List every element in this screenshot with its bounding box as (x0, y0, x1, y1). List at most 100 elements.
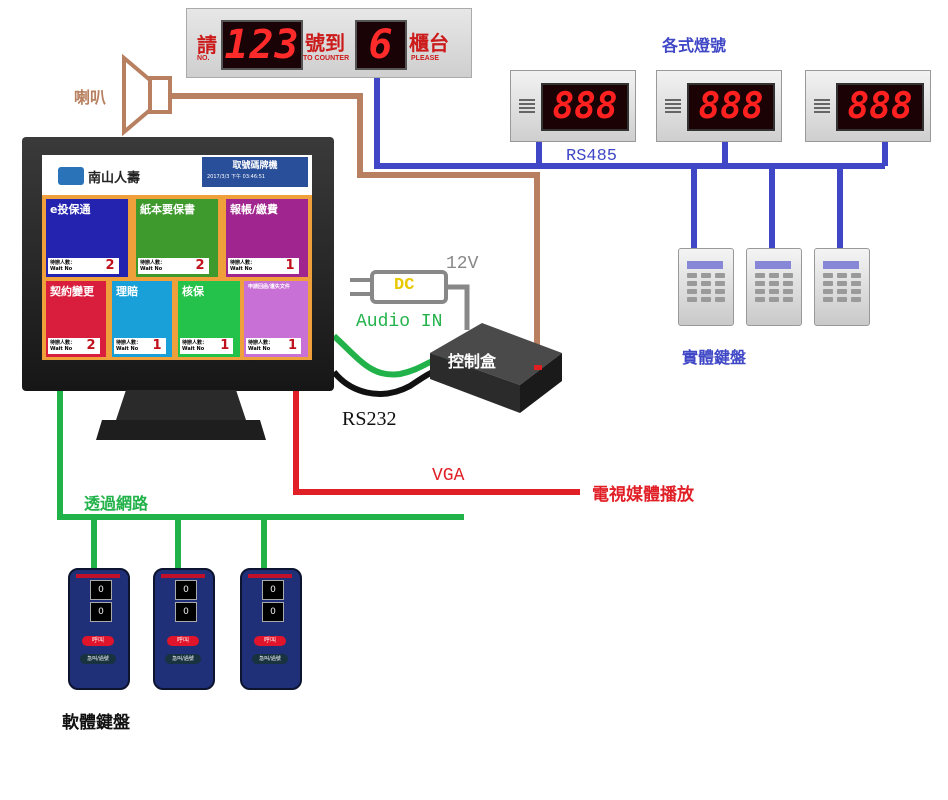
to-counter: TO COUNTER (303, 55, 350, 62)
wait-count: 1 (220, 338, 230, 353)
wait-label-en: Wait No (50, 346, 73, 352)
dc-label: DC (394, 276, 415, 295)
call-button[interactable]: 呼叫 (254, 636, 286, 646)
speaker-grill-icon (814, 99, 830, 117)
brand-name: 南山人壽 (88, 171, 141, 186)
led-board: 888 (656, 70, 782, 142)
tile-name: 報帳/繳費 (230, 203, 279, 216)
audio-cable (331, 333, 446, 378)
speaker-label: 喇叭 (74, 88, 107, 107)
led-digits: 888 (836, 83, 924, 131)
dc-cable (445, 284, 470, 330)
rs485-led-drops (536, 140, 888, 166)
soft-keypad-device: 0 0 呼叫 急叫/過號 (68, 568, 130, 690)
current-number: 0 (90, 580, 112, 600)
hao-dao: 號到 (305, 31, 345, 55)
keypad-screen (755, 261, 791, 269)
skip-button[interactable]: 急叫/過號 (252, 654, 288, 664)
network-drops (91, 517, 267, 570)
service-tile[interactable]: 紙本要保書待辦人數：Wait No 2 (136, 199, 218, 277)
wait-count: 2 (105, 258, 115, 273)
speaker-grill-icon (665, 99, 681, 117)
led-digits: 888 (541, 83, 629, 131)
tile-name: 理賠 (116, 285, 138, 298)
wait-label-zh: 待辦人數： (140, 260, 166, 266)
service-tile[interactable]: 核保待辦人數：Wait No 1 (178, 281, 240, 357)
audio-in-label: Audio IN (356, 312, 443, 332)
monitor-stand (96, 390, 266, 440)
call-button[interactable]: 呼叫 (167, 636, 199, 646)
wait-count: 2 (195, 258, 205, 273)
no-en: NO. (197, 55, 210, 62)
led-board: 888 (510, 70, 636, 142)
wait-label-en: Wait No (116, 346, 139, 352)
waiting-number: 0 (90, 602, 112, 622)
wait-label-en: Wait No (248, 346, 271, 352)
physical-keypad-label: 實體鍵盤 (682, 348, 747, 367)
please-zh: 請 (197, 33, 217, 57)
wait-count: 2 (86, 338, 96, 353)
soft-keypad-device: 0 0 呼叫 急叫/過號 (240, 568, 302, 690)
wait-count: 1 (285, 258, 295, 273)
wait-label-zh: 待辦人數： (230, 260, 256, 266)
device-top-bar (76, 574, 120, 578)
led-digits: 888 (687, 83, 775, 131)
wait-box: 待辦人數：Wait No 2 (48, 258, 119, 274)
physical-keypad (678, 248, 734, 326)
rs485-label: RS485 (566, 147, 618, 166)
screen-header: 南山人壽 取號碼牌機 2017/3/3 下午 03:46:51 (42, 155, 312, 195)
device-top-bar (248, 574, 292, 578)
service-tile[interactable]: 申請回函/遺失文件待辦人數：Wait No 1 (244, 281, 308, 357)
wait-label-en: Wait No (50, 266, 73, 272)
keypad-screen (823, 261, 859, 269)
wait-label-en: Wait No (140, 266, 163, 272)
speaker-grill-icon (519, 99, 535, 117)
network-cable (57, 391, 464, 520)
wait-label-en: Wait No (230, 266, 253, 272)
wait-box: 待辦人數：Wait No 1 (228, 258, 299, 274)
soft-keypad-device: 0 0 呼叫 急叫/過號 (153, 568, 215, 690)
skip-button[interactable]: 急叫/過號 (80, 654, 116, 664)
speaker-icon (122, 53, 172, 137)
wait-label-zh: 待辦人數： (182, 340, 208, 346)
rs485-bus (374, 78, 885, 169)
keypad-keys (755, 273, 793, 302)
current-number: 0 (262, 580, 284, 600)
tile-name: 申請回函/遺失文件 (248, 284, 290, 290)
tile-name: 核保 (182, 285, 204, 298)
please-en: PLEASE (411, 55, 440, 62)
skip-button[interactable]: 急叫/過號 (165, 654, 201, 664)
tv-media-label: 電視媒體播放 (592, 485, 694, 505)
screen-title: 取號碼牌機 (202, 157, 308, 187)
wait-box: 待辦人數：Wait No 1 (180, 338, 234, 354)
counter-display: 請 NO. 123 號到 TO COUNTER 6 櫃台 PLEASE (186, 8, 472, 78)
wait-box: 待辦人數：Wait No 2 (138, 258, 209, 274)
wait-label-zh: 待辦人數： (248, 340, 274, 346)
touch-monitor: 南山人壽 取號碼牌機 2017/3/3 下午 03:46:51 e投保通待辦人數… (22, 137, 334, 391)
signal-types-label: 各式燈號 (662, 36, 727, 55)
gui-tai: 櫃台 (409, 31, 449, 55)
waiting-number: 0 (262, 602, 284, 622)
call-button[interactable]: 呼叫 (82, 636, 114, 646)
keypad-keys (823, 273, 861, 302)
tile-name: 紙本要保書 (140, 203, 195, 216)
wait-label-en: Wait No (182, 346, 205, 352)
wait-label-zh: 待辦人數： (50, 260, 76, 266)
service-tile[interactable]: 報帳/繳費待辦人數：Wait No 1 (226, 199, 308, 277)
wait-count: 1 (287, 338, 298, 353)
control-box (430, 323, 562, 413)
wait-label-zh: 待辦人數： (116, 340, 142, 346)
called-number: 123 (221, 20, 303, 70)
screen-timestamp: 2017/3/3 下午 03:46:51 (207, 174, 266, 180)
brand-logo-icon (58, 167, 84, 185)
tile-name: 契約變更 (50, 285, 94, 298)
rs232-label: RS232 (342, 408, 397, 430)
waiting-number: 0 (175, 602, 197, 622)
kiosk-screen: 南山人壽 取號碼牌機 2017/3/3 下午 03:46:51 e投保通待辦人數… (42, 155, 312, 360)
